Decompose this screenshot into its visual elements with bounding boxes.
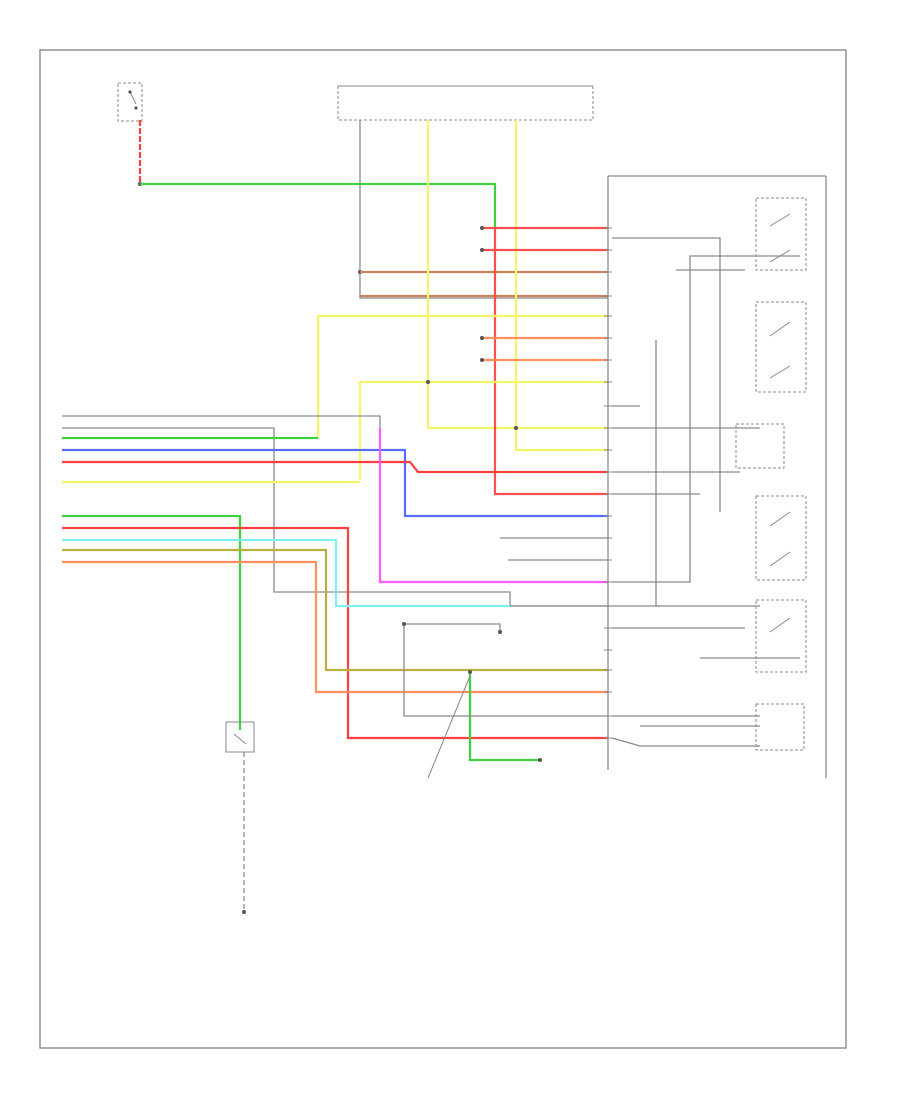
central-module bbox=[607, 175, 827, 778]
right-switch-3 bbox=[755, 495, 807, 581]
wire-magenta-left bbox=[378, 428, 608, 584]
wire-yellow-top-1 bbox=[426, 120, 608, 430]
wire-olive-left bbox=[62, 548, 608, 672]
module-internal-wiring bbox=[611, 237, 800, 747]
wire-gray-left-1 bbox=[62, 415, 381, 428]
wire-green-top bbox=[140, 182, 497, 228]
diagram-frame bbox=[39, 49, 847, 1049]
wire-blue-left bbox=[62, 448, 608, 518]
wire-red-left-1 bbox=[62, 460, 608, 474]
wire-gray-mid-2 bbox=[404, 623, 501, 632]
bottom-left-switch bbox=[225, 721, 255, 753]
wire-orange-left bbox=[62, 560, 608, 694]
right-switch-2 bbox=[755, 301, 807, 393]
right-switch-4 bbox=[755, 599, 807, 673]
wire-yellow-loop-1 bbox=[316, 314, 482, 438]
top-connector-box bbox=[337, 85, 594, 121]
module-pins bbox=[604, 227, 612, 739]
right-relay-1 bbox=[735, 423, 785, 469]
right-switch-1 bbox=[755, 197, 807, 271]
wire-red-left-2 bbox=[62, 526, 608, 740]
top-left-switch bbox=[117, 82, 143, 122]
leader-line bbox=[427, 675, 471, 779]
wire-green-right bbox=[468, 672, 540, 762]
wire-cyan-left bbox=[62, 538, 510, 608]
wire-gray-mid bbox=[403, 624, 608, 717]
wire-yellow-loop-2 bbox=[358, 380, 608, 480]
wire-yellow-top-2 bbox=[514, 120, 608, 452]
right-relay-2 bbox=[755, 703, 805, 751]
wire-green-left-2 bbox=[62, 514, 242, 730]
wire-gray-top-left bbox=[359, 120, 608, 299]
